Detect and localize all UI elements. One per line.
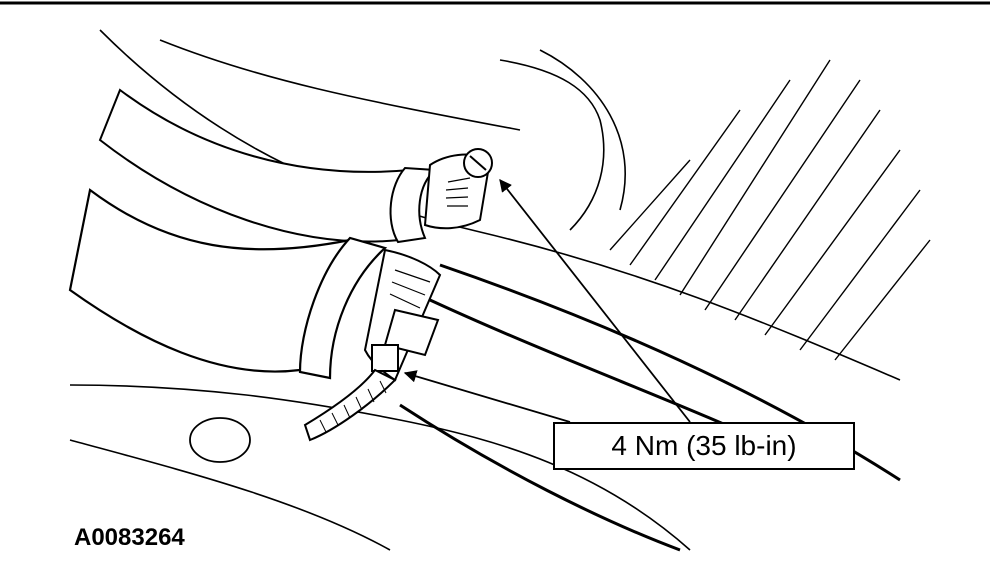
figure-id: A0083264 [74,524,185,551]
torque-callout-label: 4 Nm (35 lb-in) [611,430,797,461]
body-panel [99,29,901,381]
mounting-hole [189,417,251,463]
leader-arrows [403,179,691,423]
leader-to-upper-clamp [499,179,691,423]
lower-hose-clamp [303,248,442,442]
leader-to-lower-clamp [403,370,571,423]
upper-hose-clamp [423,148,493,230]
hose-rails [399,263,901,552]
lower-clamp-screw [371,344,399,372]
lower-clamp-band-tail [303,368,397,442]
upper-hose [98,88,438,244]
lower-hose [68,188,388,380]
torque-callout: 4 Nm (35 lb-in) [553,422,855,470]
hatched-panel [609,59,931,361]
